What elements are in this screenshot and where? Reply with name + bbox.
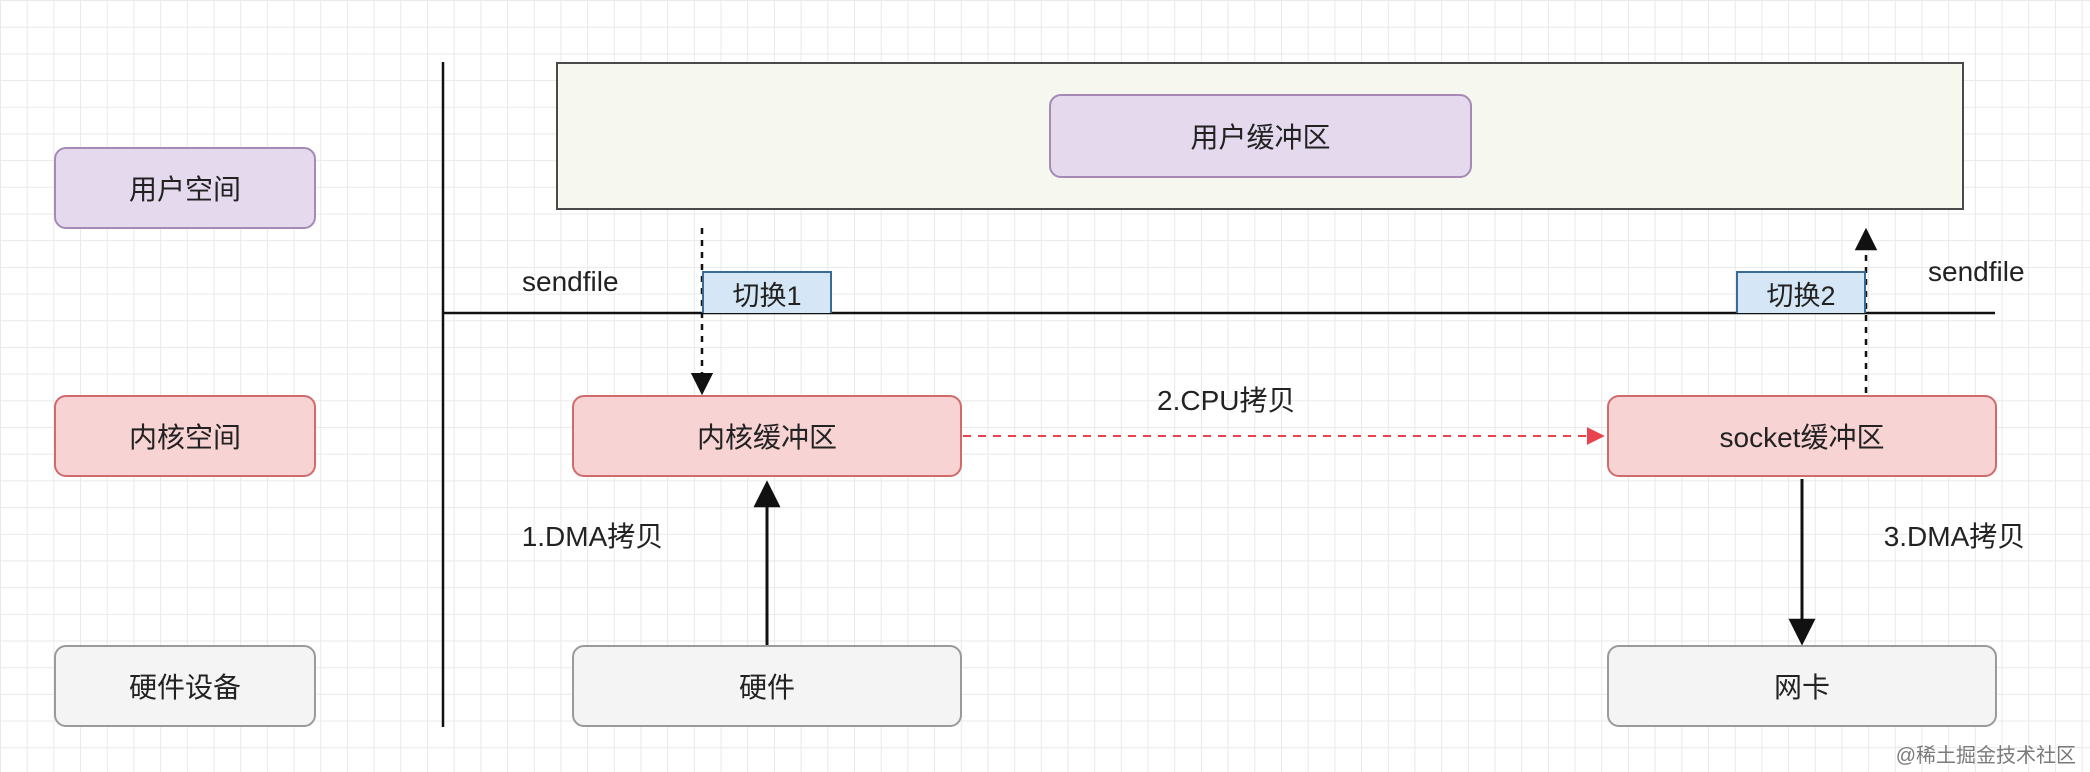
layer-kernel-space-label: 内核空间: [128, 422, 241, 453]
switch1-label: 切换1: [732, 280, 802, 311]
layer-hardware-device: 硬件设备: [54, 645, 316, 727]
layer-user-space: 用户空间: [54, 147, 316, 229]
nic-node: 网卡: [1607, 645, 1997, 727]
switch2-tag: 切换2: [1736, 271, 1866, 313]
user-buffer-node: 用户缓冲区: [1049, 94, 1472, 178]
kernel-buffer-node: 内核缓冲区: [572, 395, 962, 477]
socket-buffer-label: socket缓冲区: [1719, 422, 1885, 453]
layer-kernel-space: 内核空间: [54, 395, 316, 477]
sendfile-label-right: sendfile: [1928, 256, 2025, 287]
dma-copy-3-label: 3.DMA拷贝: [1883, 521, 2026, 552]
user-buffer-label: 用户缓冲区: [1190, 122, 1331, 153]
kernel-buffer-label: 内核缓冲区: [696, 422, 837, 453]
socket-buffer-node: socket缓冲区: [1607, 395, 1997, 477]
nic-label: 网卡: [1773, 672, 1830, 703]
cpu-copy-label: 2.CPU拷贝: [1157, 385, 1296, 416]
hardware-node: 硬件: [572, 645, 962, 727]
dma-copy-1-label: 1.DMA拷贝: [521, 521, 664, 552]
sendfile-label-left: sendfile: [522, 266, 619, 297]
layer-hardware-device-label: 硬件设备: [128, 672, 241, 703]
switch1-tag: 切换1: [702, 271, 832, 313]
user-space-panel: [556, 62, 1964, 210]
layer-user-space-label: 用户空间: [128, 174, 241, 205]
watermark: @稀土掘金技术社区: [1895, 745, 2076, 767]
switch2-label: 切换2: [1766, 280, 1836, 311]
hardware-label: 硬件: [738, 672, 795, 703]
